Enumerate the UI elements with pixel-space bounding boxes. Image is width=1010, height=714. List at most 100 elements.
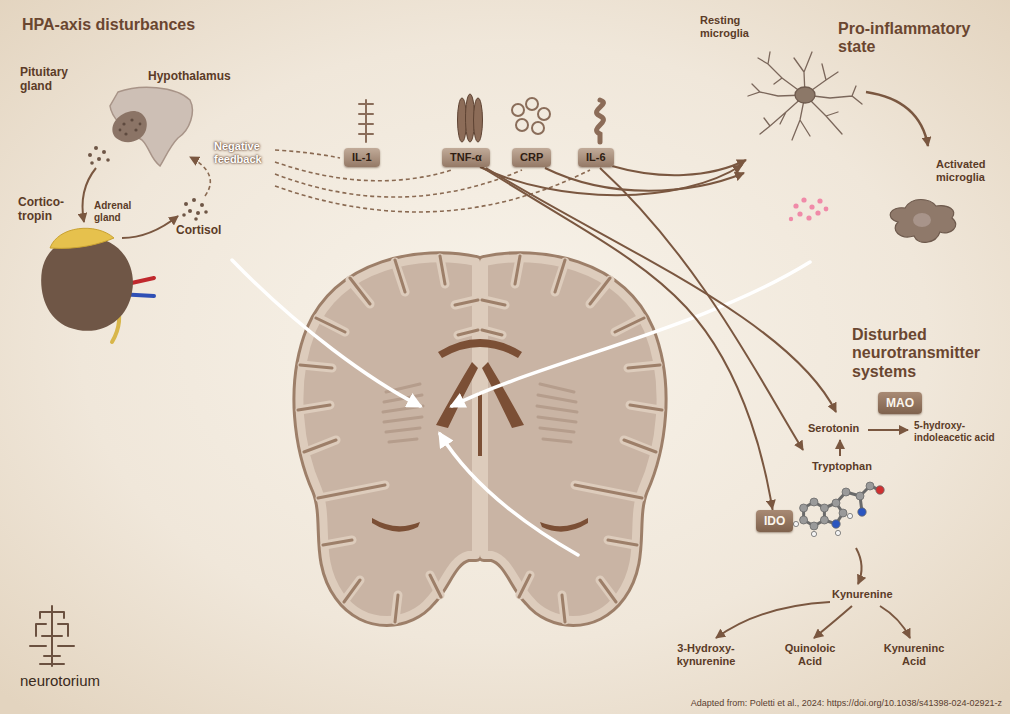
section-heading: Disturbed neurotransmitter systems [852,326,1004,381]
brain-section [540,518,588,532]
metabolite-label: 3-Hydroxy-kynurenine [668,642,744,667]
brain-section [372,518,420,532]
brain-section [299,258,476,620]
hypothalamus-pituitary [134,128,137,131]
tryptophan-molecule [876,486,884,494]
metabolite-label: 5-hydroxy-indoleacetic acid [914,420,1004,443]
effect-arrow [440,434,578,555]
corticotropin-dots [97,157,101,161]
brain-section [372,339,588,532]
brain-section [299,258,660,620]
brain-section [299,258,476,620]
tryptophan-molecule [793,482,884,537]
cytokine-dots [809,204,814,209]
hypothalamus-pituitary [110,87,192,166]
cytokine-icon [474,98,483,142]
effect-arrow [612,160,746,175]
metabolite-label: Kynurenine [832,588,893,601]
section-heading: HPA-axis disturbances [22,16,195,34]
cell-label: Activated microglia [936,158,1002,183]
effect-arrow [866,92,928,146]
node-text: CRP [520,151,543,164]
brain-section [298,256,662,622]
organ-label: Hypothalamus [148,70,231,84]
tryptophan-molecule [810,498,818,506]
node-text: TNF-α [450,151,482,164]
feedback-line [275,150,340,158]
tryptophan-molecule [847,513,852,518]
cortisol-dots [184,202,188,206]
pathway-arrow [880,606,910,638]
node-text: MAO [886,396,914,410]
organ-label: Adrenal gland [94,200,144,223]
effect-arrow [486,168,836,412]
node-text: IL-6 [586,151,606,164]
hormone-arrow [122,216,178,238]
effect-arrow [600,168,803,450]
node-text: IDO [764,514,785,528]
cortisol-dots [200,203,204,207]
cytokine-icon [359,98,603,142]
cortisol-dots [192,198,196,202]
effect-arrow [232,260,420,406]
tryptophan-molecule [800,516,808,524]
brain-section [383,384,423,442]
effect-arrow [452,262,810,406]
pathway-arrow [856,548,862,584]
tryptophan-molecule [804,486,880,526]
hypothalamus-pituitary [124,132,127,135]
tryptophan-molecule [810,522,818,530]
activated-microglia [890,200,956,243]
corticotropin-dots [90,161,94,165]
hormone-label: Cortisol [176,224,221,238]
tryptophan-molecule [800,504,808,512]
cytokine-dots [801,197,806,202]
tryptophan-molecule [832,520,840,528]
cytokine-box: CRP [512,148,551,167]
section-heading: Pro-inflammatory state [838,20,1003,57]
corticotropin-dots [102,150,106,154]
tryptophan-molecule [793,486,884,537]
tryptophan-molecule [820,516,828,524]
feedback-line [190,157,210,196]
brain-section [299,258,660,620]
pathway-arrow [814,606,852,638]
tryptophan-molecule [858,508,866,516]
hypothalamus-pituitary [122,122,125,125]
metabolite-label: Quinoloic Acid [778,642,842,667]
cytokine-icon [532,122,544,134]
resting-microglia [748,52,862,140]
tryptophan-molecule [793,521,798,526]
cortisol-dots [182,213,186,217]
brain-section [478,392,482,456]
cytokine-icon [526,98,538,110]
cortisol-dots [188,209,192,213]
activated-microglia [890,200,956,243]
cytokine-dots [793,203,798,208]
cytokine-icon [538,108,550,120]
feedback-label: Negative feedback [214,140,274,165]
pathway-arrow [716,602,830,638]
hormone-arrow [83,168,179,238]
brain-section [537,384,577,442]
brain-section [484,258,661,620]
effect-arrow [480,160,836,450]
adrenal-kidney [41,237,133,331]
hypothalamus-pituitary [110,87,192,166]
cortisol-dots [182,198,208,221]
metabolite-label: Serotonin [808,422,859,435]
corticotropin-dots [88,146,110,165]
tryptophan-molecule [866,482,874,490]
tryptophan-molecule [800,482,874,530]
cortisol-dots [196,211,200,215]
hypothalamus-pituitary [130,118,133,121]
organ-label: Pituitary gland [20,66,84,94]
pathway-arrow [839,440,841,456]
cytokine-box: TNF-α [442,148,490,167]
source-note: Adapted from: Poletti et al., 2024: http… [691,698,1002,708]
hypothalamus-pituitary [119,129,122,132]
cytokine-icon [512,104,524,116]
hypothalamus-pituitary [112,111,146,142]
cytokine-dots [806,215,811,220]
